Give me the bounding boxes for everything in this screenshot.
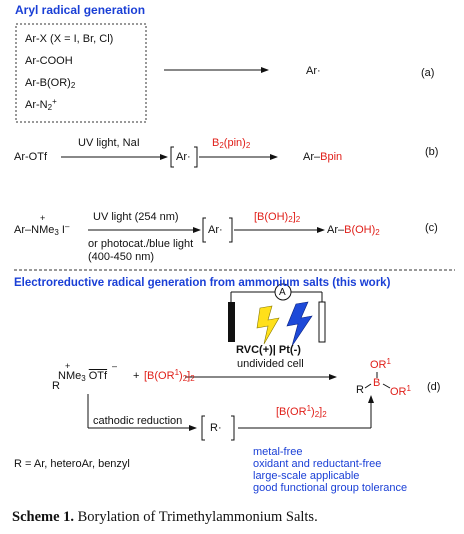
- section2-title: Electroreductive radical generation from…: [14, 277, 391, 289]
- condition-c3: (400-450 nm): [88, 251, 155, 263]
- condition-b: UV light, NaI: [78, 137, 140, 149]
- bracket-c-left: [202, 217, 206, 243]
- ammeter-label: A: [279, 287, 286, 298]
- cathode-electrode: [318, 301, 326, 343]
- condition-c2: or photocat./blue light: [88, 238, 194, 250]
- feature-1: metal-free: [253, 446, 303, 458]
- feature-3: large-scale applicable: [253, 470, 360, 482]
- ammeter-icon: [274, 283, 292, 301]
- substrate-r: R: [52, 380, 60, 392]
- cathodic-reduction-label: cathodic reduction: [93, 415, 183, 427]
- product-boron: B: [373, 377, 381, 389]
- product-or-top: OR1: [370, 357, 391, 372]
- label-a: (a): [421, 67, 435, 79]
- bracket-c-right: [229, 217, 233, 243]
- feature-2: oxidant and reductant-free: [253, 458, 382, 470]
- reagent-bor1: [B(OR1)2]2: [144, 368, 195, 383]
- product-c: Ar–B(OH)2: [327, 224, 380, 237]
- bracket-b-right: [194, 146, 198, 168]
- plus-sign-d: +: [133, 370, 140, 382]
- reagent-box: [15, 23, 147, 123]
- label-d: (d): [427, 381, 441, 393]
- lightning-yellow-icon: [256, 305, 280, 345]
- reagent-ar-cooh: Ar-COOH: [25, 55, 73, 67]
- product-r: R: [356, 384, 364, 396]
- cell-label: undivided cell: [237, 358, 304, 370]
- reagent-ar-x: Ar-X (X = I, Br, Cl): [25, 33, 114, 45]
- electrode-label: RVC(+)| Pt(-): [236, 344, 301, 356]
- feature-4: good functional group tolerance: [253, 482, 408, 494]
- start-ammonium-c: Ar–NMe3 I–: [14, 222, 70, 237]
- lower-reagent-bor1: [B(OR1)2]2: [276, 404, 327, 419]
- r-definition: R = Ar, heteroAr, benzyl: [14, 458, 130, 470]
- product-or-right: OR1: [390, 384, 411, 399]
- bracket-d-right: [231, 415, 235, 441]
- bracket-d-left: [201, 415, 205, 441]
- reagent-ar-n2: Ar-N2+: [25, 97, 57, 112]
- scheme-caption: Scheme 1. Borylation of Trimethylammoniu…: [12, 509, 318, 525]
- bond-b-right: [382, 383, 391, 389]
- radical-c: Ar·: [208, 224, 223, 236]
- bond-b-left: [364, 383, 372, 389]
- lightning-blue-icon: [286, 301, 313, 347]
- reagent-b2pin2: B2(pin)2: [212, 137, 251, 150]
- reagent-ar-bor: Ar-B(OR)2: [25, 77, 76, 90]
- start-ar-otf: Ar-OTf: [14, 151, 47, 163]
- plus-charge-c: +: [40, 213, 46, 223]
- reagent-boh2: [B(OH)2]2: [254, 211, 301, 224]
- label-b: (b): [425, 146, 439, 158]
- product-b: Ar–Bpin: [303, 151, 343, 163]
- substrate-plus-charge: +: [65, 361, 71, 371]
- substrate-ammonium: NMe3 OTf: [58, 370, 108, 383]
- otf-minus-charge: –: [112, 361, 118, 371]
- label-c: (c): [425, 222, 438, 234]
- product-a: Ar·: [306, 65, 321, 77]
- radical-b: Ar·: [176, 151, 191, 163]
- bracket-b-left: [170, 146, 174, 168]
- electrochemical-cell: [228, 283, 326, 347]
- section1-title: Aryl radical generation: [15, 3, 146, 17]
- anode-electrode: [228, 302, 235, 342]
- condition-c1: UV light (254 nm): [93, 211, 179, 223]
- radical-d: R·: [210, 422, 222, 434]
